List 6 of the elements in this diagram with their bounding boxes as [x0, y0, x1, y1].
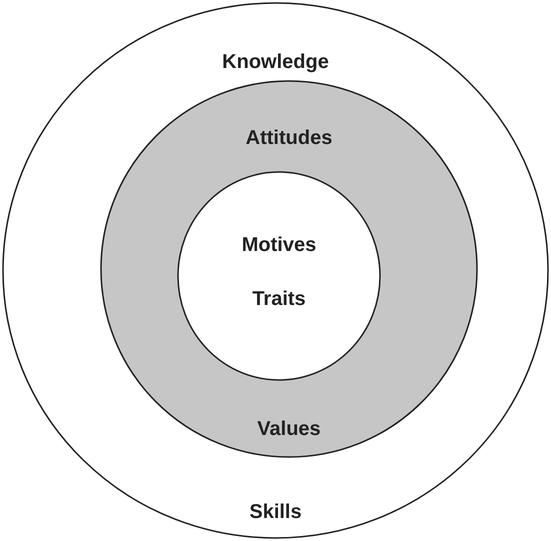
circle-label: Traits	[252, 287, 306, 311]
circle-label: Motives	[242, 233, 316, 257]
circle-label: Attitudes	[246, 126, 332, 150]
circle-label: Knowledge	[222, 50, 329, 74]
circle-label: Skills	[249, 500, 302, 524]
circle-label: Values	[257, 417, 321, 441]
